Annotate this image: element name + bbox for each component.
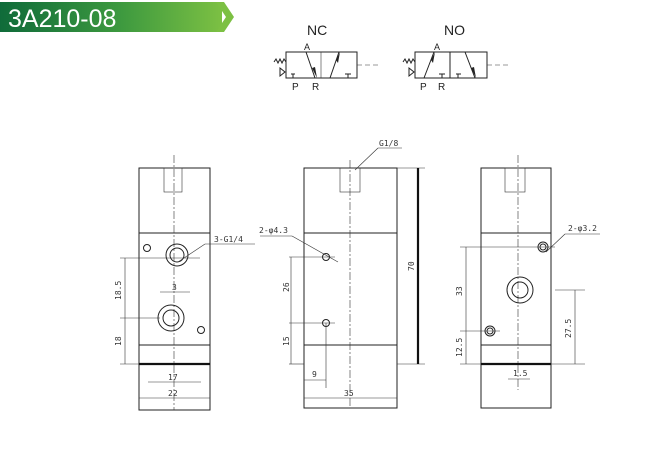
dim-height-1: 26 [282,282,291,292]
no-label: NO [444,22,465,38]
nc-label: NC [307,22,327,38]
nc-valve-symbol: NC A P R [273,22,381,93]
port-r-label: R [438,82,445,93]
port-r-label: R [312,82,319,93]
port-a-label: A [434,42,440,52]
port-p-label: P [292,82,299,93]
dim-offset: 1.5 [513,369,528,378]
port-p-label: P [420,82,427,93]
side-view: G1/8 2-φ4.3 26 15 9 35 70 [259,139,425,409]
rear-view: 2-φ3.2 33 12.5 27.5 1.5 [455,155,600,409]
dim-height-1: 33 [455,286,464,296]
product-title: 3A210-08 [8,5,117,33]
chevron-icon [216,2,234,32]
dim-height-2: 15 [282,336,291,346]
front-view: 3-G1/4 3 18.5 18 17 22 [114,155,255,411]
dim-offset: 9 [312,370,317,379]
dim-height: 70 [407,261,416,271]
no-valve-symbol: NO A P R [402,22,511,93]
port-callout: 3-G1/4 [214,235,243,244]
port-a-label: A [304,42,310,52]
dim-height-2: 18 [114,336,123,346]
title-banner: 3A210-08 [0,2,222,33]
dim-height-3: 27.5 [564,319,573,338]
dim-width-1: 17 [168,373,178,382]
dim-width-2: 22 [168,389,178,398]
dim-height-2: 12.5 [455,338,464,357]
port-callout: G1/8 [379,139,398,148]
hole-callout: 2-φ3.2 [568,224,597,233]
hole-callout: 2-φ4.3 [259,226,288,235]
dim-spacing: 3 [172,283,177,292]
dim-height-1: 18.5 [114,281,123,300]
dim-width: 35 [344,389,354,398]
